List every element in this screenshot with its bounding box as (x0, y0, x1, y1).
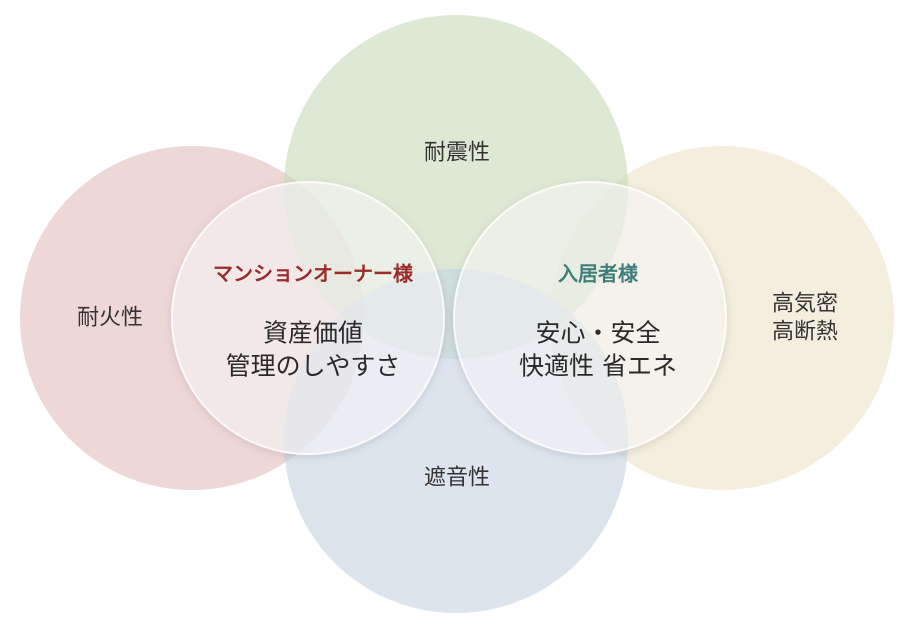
resident-line2: 快適性 省エネ (519, 351, 677, 380)
owner-title: マンションオーナー様 (213, 261, 413, 286)
resident-line1: 安心・安全 (535, 318, 661, 348)
airtight-label-line2: 高断熱 (771, 319, 839, 344)
owner-line1: 資産価値 (262, 318, 364, 348)
airtight-label-line1: 高気密 (771, 291, 839, 317)
quake-label: 耐震性 (423, 140, 491, 166)
fire-label: 耐火性 (76, 305, 144, 331)
resident-body: 安心・安全 快適性 省エネ (519, 318, 677, 383)
airtight-label: 高気密 高断熱 (772, 291, 838, 346)
resident-title: 入居者様 (558, 261, 638, 286)
owner-line2: 管理のしやすさ (225, 351, 401, 380)
owner-circle (171, 181, 445, 455)
owner-body: 資産価値 管理のしやすさ (226, 318, 401, 383)
sound-label: 遮音性 (423, 465, 491, 491)
resident-circle (453, 181, 727, 455)
